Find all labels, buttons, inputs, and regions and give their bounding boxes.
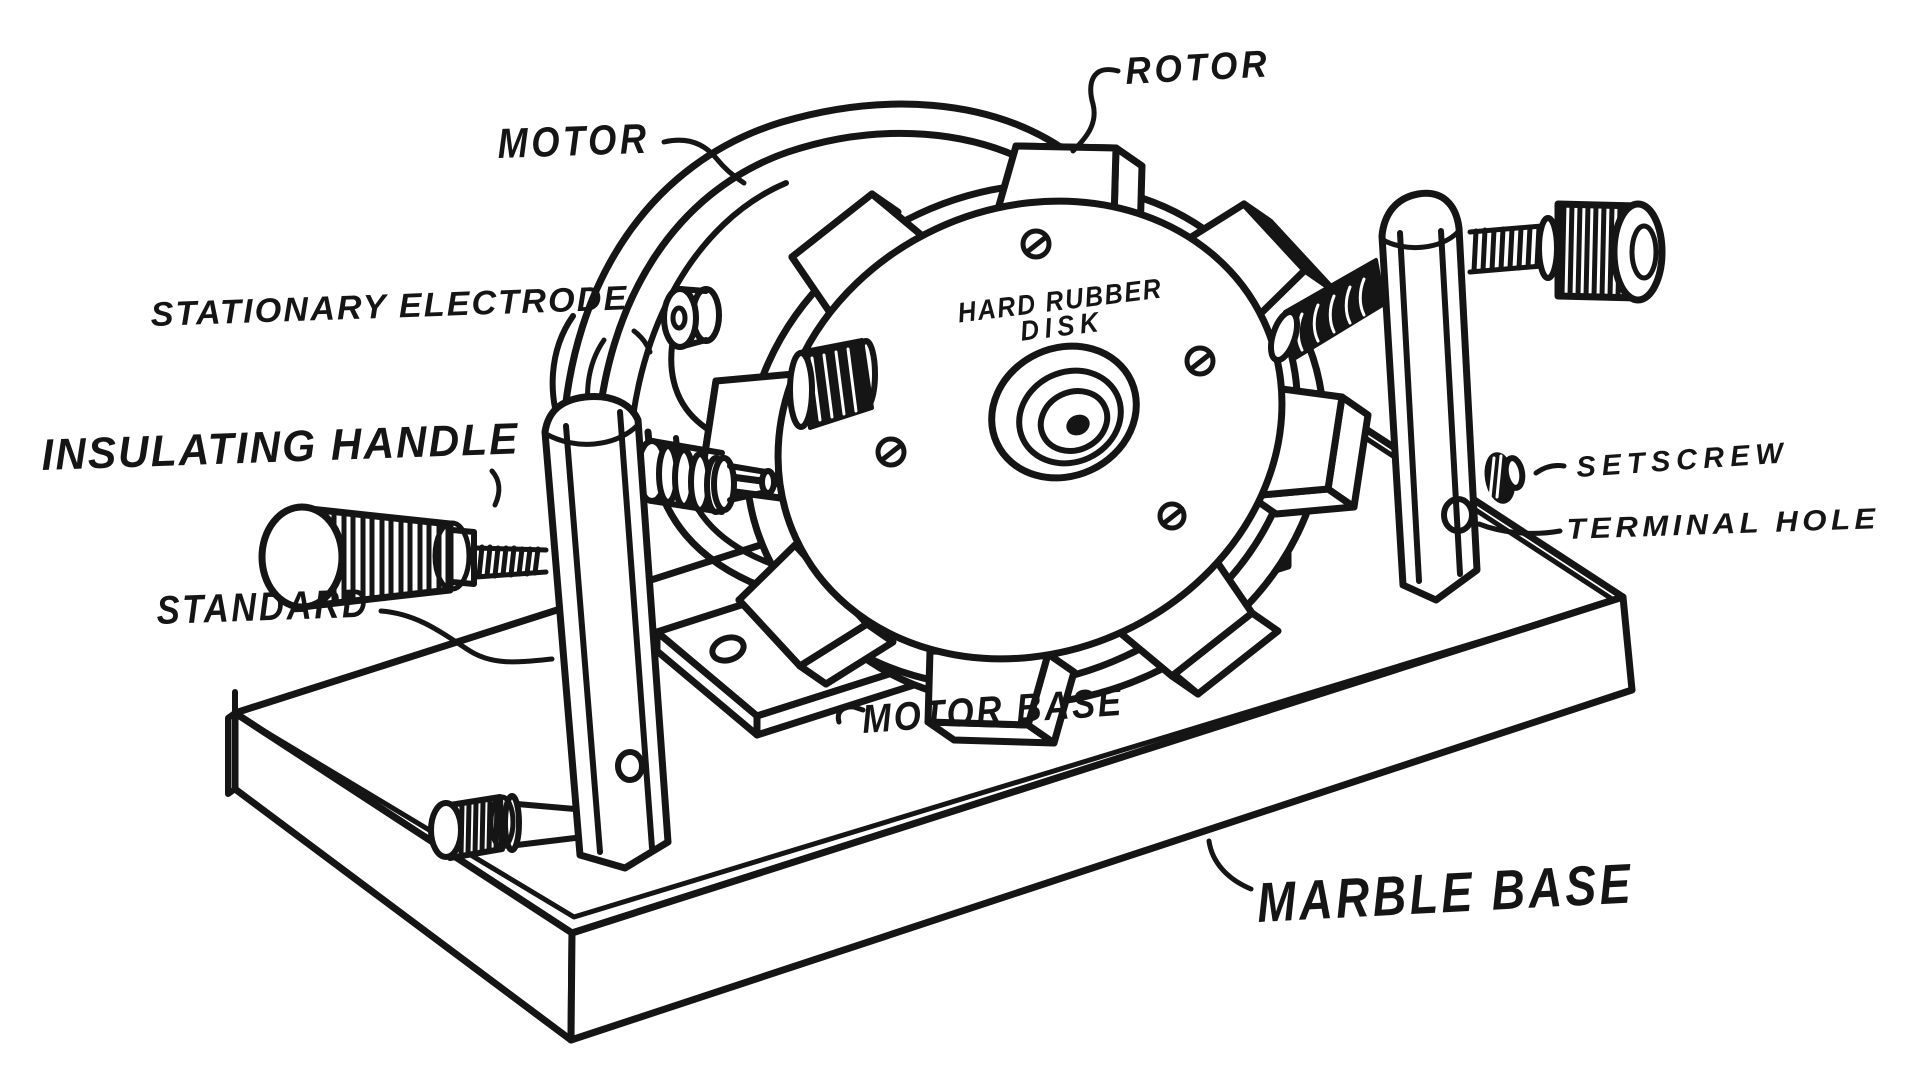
stationary-electrode-left <box>661 286 722 350</box>
handle-thread-ticks <box>476 544 541 579</box>
electrode-stub-hole <box>670 305 688 331</box>
motor-housing-third-arc <box>627 180 789 451</box>
leader-insulating-handle <box>489 468 502 508</box>
handle-knurl-end <box>432 520 472 592</box>
motor-base-hole <box>709 634 747 664</box>
knurl-end-right <box>854 338 878 410</box>
leader-stationary-electrode <box>631 328 653 355</box>
disk-hub <box>988 342 1140 482</box>
label-stationary-electrode: STATIONARY ELECTRODE <box>150 279 629 334</box>
label-standard: STANDARD <box>156 582 370 633</box>
electrode-stub-face <box>661 286 699 350</box>
left-standard-cap-line <box>543 421 642 447</box>
thumb-nut-right <box>1467 200 1666 304</box>
right-washer <box>1536 215 1560 281</box>
electrode-tip-right <box>1267 308 1301 364</box>
motor-housing-inner-arc <box>593 129 1050 445</box>
marble-base-chamfer <box>243 599 1612 920</box>
label-insulating-handle: INSULATING HANDLE <box>41 414 520 480</box>
leader-motor-base <box>835 704 866 725</box>
left-standard-side-screw <box>428 793 578 861</box>
marble-base-right-face <box>567 593 1636 1044</box>
handle-knob-face <box>258 503 346 611</box>
right-thread-ticks <box>1471 224 1542 274</box>
label-terminal-hole: TERMINAL HOLE <box>1566 503 1880 546</box>
hard-rubber-disk: HARD RUBBER DISK <box>774 197 1286 663</box>
right-standard <box>1378 189 1666 604</box>
terminal-hole <box>1441 496 1475 534</box>
leader-marble-base <box>1206 838 1254 892</box>
label-rotor: ROTOR <box>1124 43 1271 93</box>
rotor: HARD RUBBER DISK <box>698 142 1372 747</box>
motor-housing-outer-arc <box>559 100 1066 438</box>
leader-rotor <box>1070 67 1121 154</box>
label-marble-base: MARBLE BASE <box>1255 851 1635 934</box>
leader-setscrew <box>1533 463 1567 476</box>
insulating-handle <box>258 503 549 611</box>
left-standard <box>428 392 672 872</box>
leader-standard <box>378 608 555 665</box>
label-setscrew: SETSCREW <box>1575 437 1790 484</box>
disk-screws <box>875 228 1216 531</box>
leader-lines <box>378 67 1567 892</box>
electrode-bracket-curve <box>668 343 709 431</box>
label-motor: MOTOR <box>497 115 651 167</box>
right-knob-face-ring <box>1629 223 1659 281</box>
setscrew <box>1484 452 1526 504</box>
marble-base-left-edge <box>225 689 238 797</box>
left-standard-hole <box>615 749 645 783</box>
electrode-tip <box>759 468 777 496</box>
knurl-end-left <box>787 350 815 430</box>
electrode-knurl-barrel <box>668 338 878 431</box>
leader-motor <box>661 137 747 186</box>
leader-terminal-hole <box>1476 521 1563 536</box>
right-standard-facets <box>1397 228 1463 584</box>
movable-electrode-left <box>635 438 777 515</box>
right-standard-cap-line <box>1380 229 1461 251</box>
left-standard-facets <box>563 409 655 855</box>
